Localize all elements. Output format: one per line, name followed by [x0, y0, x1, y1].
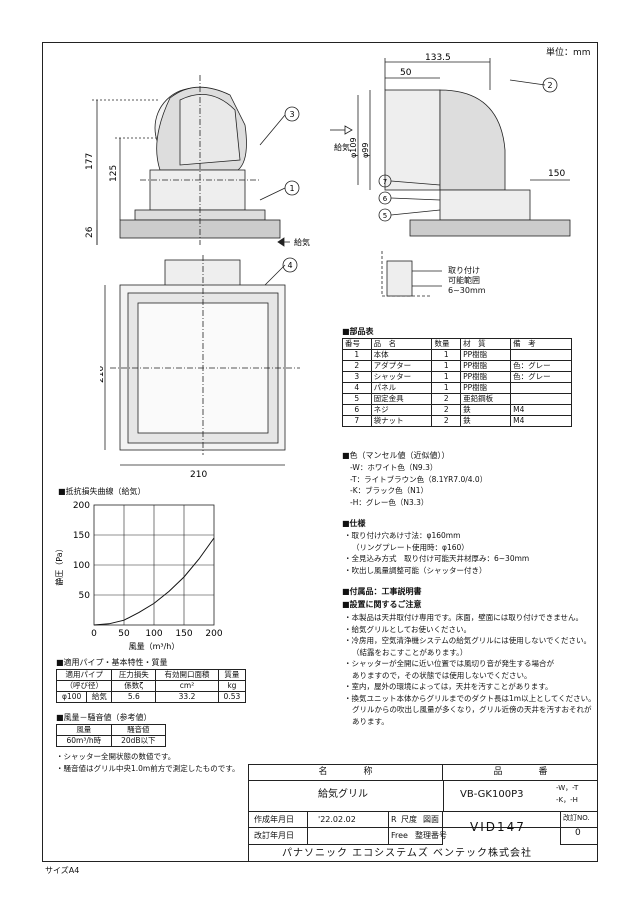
suffix-2: -K，-H: [556, 796, 578, 804]
callout-3: 3: [289, 110, 294, 119]
suffix-1: -W，-T: [556, 784, 579, 792]
x-tick-label: 150: [175, 629, 192, 639]
y-axis-label: 静圧（Pa）: [54, 544, 64, 585]
parts-header-row: 番号品 名数量材 質備 考: [342, 338, 572, 350]
spec-title: ■仕様: [342, 519, 366, 528]
install-range-detail: [381, 251, 442, 297]
unit-label: 単位：mm: [546, 48, 591, 58]
dim-150: 150: [548, 169, 565, 179]
y-tick-label: 200: [73, 501, 90, 511]
y-tick-label: 150: [73, 531, 90, 541]
fit-pipe-title: ■適用パイプ・基本特性・質量: [56, 658, 168, 667]
noise-title: ■風量－騒音値（参考値）: [56, 713, 152, 722]
x-tick-label: 200: [205, 629, 222, 639]
dim-26: 26: [85, 226, 95, 238]
chart-title: ■抵抗損失曲線（給気）: [58, 487, 146, 496]
size-label: サイズA4: [45, 866, 80, 875]
dim-210-h: 210: [190, 470, 207, 480]
company-name: パナソニック エコシステムズ ベンテック株式会社: [282, 848, 533, 859]
x-axis-label: 風量（m³/h）: [129, 642, 180, 651]
made-label: 作成年月日: [254, 815, 294, 824]
resistance-chart: 0 50 100 150 200 50 100 150 200 風量（m³/h） 静圧（Pa）: [54, 501, 223, 651]
name-header: 名 称: [318, 767, 373, 777]
x-tick-label: 50: [118, 629, 130, 639]
install-title: ■設置に関するご注意: [342, 600, 422, 609]
free-label: Free: [391, 831, 408, 840]
dim-125: 125: [109, 165, 119, 182]
plan-view-drawing: 4 210 210: [100, 255, 300, 480]
fig-label: 図面: [423, 815, 439, 824]
dim-177: 177: [85, 153, 95, 170]
spec-list: ・取り付け穴あけ寸法：φ160mm（リングプレート使用時：φ160）・全見込み方…: [344, 531, 530, 575]
callout-7: 7: [383, 178, 387, 186]
dim-d109: φ109: [349, 137, 358, 158]
y-tick-label: 50: [79, 591, 91, 601]
supply-arrow-bottom: 給気: [294, 237, 310, 247]
series-line: [93, 537, 215, 626]
y-tick-label: 100: [73, 561, 90, 571]
callout-1: 1: [289, 184, 294, 193]
rev-label: 改訂年月日: [254, 831, 294, 840]
x-tick-label: 100: [145, 629, 162, 639]
accessory-title: ■付属品：工事説明書: [342, 587, 422, 596]
scale-label: 尺度: [401, 815, 417, 824]
callout-6: 6: [383, 195, 388, 203]
footnotes: ・シャッター全開状態の数値です。・騒音値はグリル中央1.0m前方で測定したもので…: [56, 752, 240, 773]
install-notes: ・本製品は天井取付け専用です。床面，壁面には取り付けできません。・給気グリルとし…: [344, 613, 596, 726]
drawing-number: VID147: [470, 820, 526, 834]
callout-2: 2: [547, 81, 552, 90]
dim-d99: φ99: [361, 143, 370, 158]
callout-4: 4: [287, 261, 292, 270]
dim-210-v: 210: [100, 366, 106, 383]
parts-title: ■部品表: [342, 327, 374, 336]
product-number: VB-GK100P3: [460, 789, 524, 800]
x-tick-label: 0: [91, 629, 97, 639]
front-view-drawing: 3 1 177 125 26 給気: [85, 75, 310, 247]
rev-no-label: 改訂NO.: [563, 814, 590, 822]
r-mark: R: [391, 815, 397, 824]
side-view-drawing: 2 7 6 5 133.5 50 φ99 φ109 150 給気: [330, 53, 571, 237]
dim-133-5: 133.5: [425, 53, 451, 63]
dim-50: 50: [400, 68, 412, 78]
rev-no: 0: [575, 828, 581, 838]
colors-list: -W：ホワイト色（N9.3）-T：ライトブラウン色（8.1YR7.0/4.0）-…: [350, 463, 488, 507]
product-name: 給気グリル: [318, 789, 368, 800]
mgmt-label: 整理番号: [415, 831, 447, 840]
callout-5: 5: [383, 212, 387, 220]
made-date: '22.02.02: [318, 815, 356, 824]
number-header: 品 番: [493, 767, 548, 777]
supply-arrow-left: 給気: [334, 142, 350, 152]
colors-title: ■色（マンセル値（近似値））: [342, 451, 450, 460]
